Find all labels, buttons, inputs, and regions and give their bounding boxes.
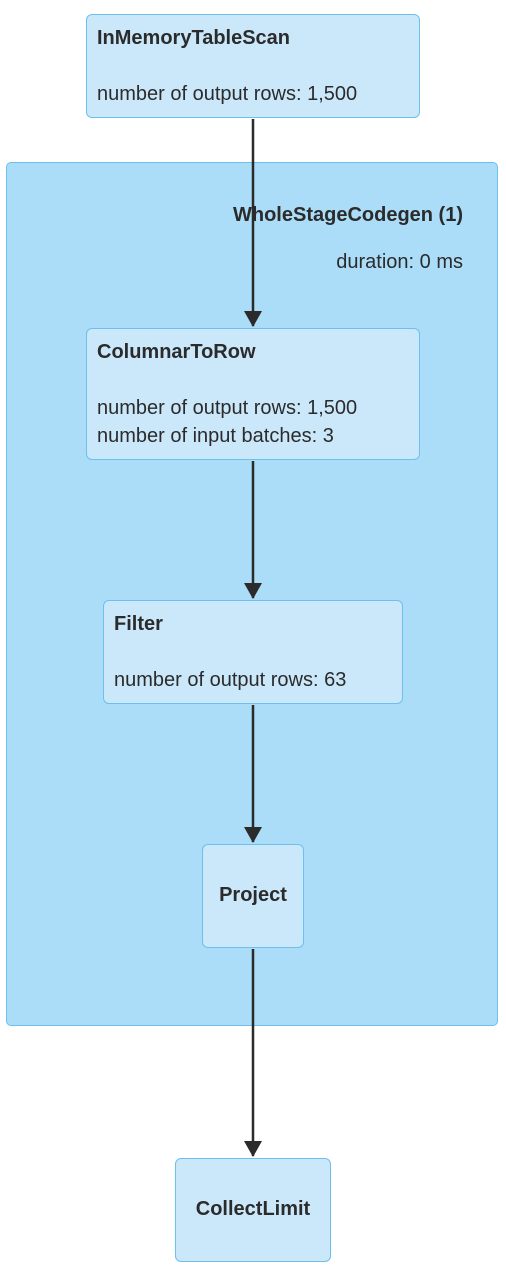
node-columnartorow[interactable]: ColumnarToRow number of output rows: 1,5…: [86, 328, 420, 460]
metric-output-rows: number of output rows: 1,500: [97, 83, 358, 105]
metric-output-rows: number of output rows: 63: [114, 669, 347, 691]
cluster-duration: duration: 0 ms: [336, 251, 463, 273]
node-title: Filter: [114, 613, 163, 635]
metric-output-rows: number of output rows: 1,500: [97, 397, 358, 419]
node-filter[interactable]: Filter number of output rows: 63: [103, 600, 403, 704]
node-title: ColumnarToRow: [97, 341, 256, 363]
arrowhead-icon: [244, 1141, 262, 1157]
node-title: Project: [219, 884, 287, 906]
node-title: CollectLimit: [195, 1198, 311, 1220]
metric-input-batches: number of input batches: 3: [97, 425, 334, 447]
node-collectlimit[interactable]: CollectLimit: [175, 1158, 331, 1262]
node-inmemorytablescan[interactable]: InMemoryTableScan number of output rows:…: [86, 14, 420, 118]
node-title: InMemoryTableScan: [97, 27, 291, 49]
cluster-title: WholeStageCodegen (1): [232, 204, 463, 226]
node-project[interactable]: Project: [202, 844, 304, 948]
